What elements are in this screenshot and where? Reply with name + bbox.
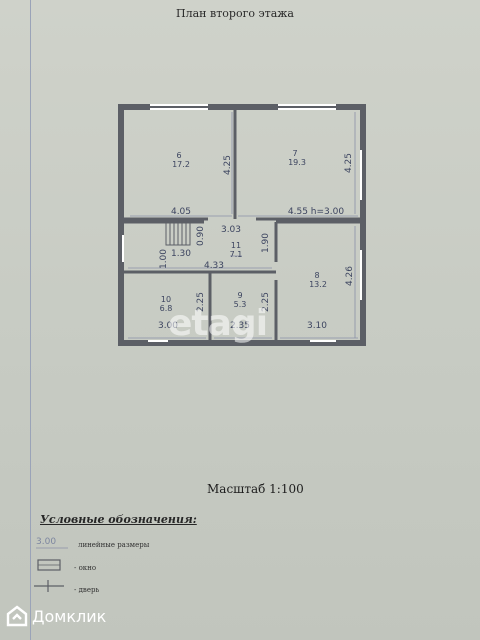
room-9-area: 5.3: [234, 300, 247, 309]
page-title: План второго этажа: [176, 7, 294, 20]
interior-walls: [121, 107, 363, 343]
room-8-area: 13.2: [309, 280, 327, 289]
scale-label: Масштаб 1:100: [207, 482, 304, 496]
room-7-number: 7: [292, 149, 297, 158]
dim-label: 2.25: [261, 292, 271, 312]
room-6-area: 17.2: [172, 160, 190, 169]
window-marks: [122, 104, 362, 342]
dim-label: 4.05: [171, 207, 191, 217]
legend-sample-value: 3.00: [36, 537, 57, 547]
brand-name: Домклик: [32, 606, 107, 626]
dim-label: 4.25: [223, 155, 233, 175]
room-9-number: 9: [237, 291, 242, 300]
dim-label: 4.33: [204, 261, 224, 271]
room-6-number: 6: [176, 151, 181, 160]
dim-label: 3.00: [158, 321, 178, 331]
legend-window-label: - окно: [74, 564, 97, 572]
dim-label: 4.25: [344, 153, 354, 173]
room-11-area: 7.1: [230, 250, 243, 259]
dim-label: 2.35: [230, 321, 250, 331]
dim-label: 3.10: [307, 321, 327, 331]
dim-label: 4.26: [345, 266, 355, 286]
dimension-lines: [128, 112, 358, 339]
house-icon: [6, 605, 28, 627]
outer-wall: [118, 104, 366, 346]
margin-line: [30, 0, 31, 640]
dim-label: 0.90: [196, 226, 206, 246]
legend-title: Условные обозначения:: [40, 513, 197, 526]
domclick-logo: Домклик: [6, 603, 106, 629]
dim-label: 1.30: [171, 249, 191, 259]
dim-label: 4.55 h=3.00: [288, 207, 344, 217]
room-10-area: 6.8: [160, 304, 173, 313]
legend-dimensions-label: линейные размеры: [78, 541, 150, 549]
room-7-area: 19.3: [288, 158, 306, 167]
dim-label: 3.03: [221, 225, 241, 235]
dim-label: 2.25: [196, 292, 206, 312]
staircase: [165, 222, 191, 246]
dim-label: 1.90: [261, 233, 271, 253]
room-10-number: 10: [161, 295, 171, 304]
legend-door-label: - дверь: [74, 586, 100, 594]
room-8-number: 8: [314, 271, 319, 280]
dim-label: 1.00: [159, 249, 169, 269]
watermark-etagi: etagi: [168, 303, 268, 344]
room-11-number: 11: [231, 241, 241, 250]
